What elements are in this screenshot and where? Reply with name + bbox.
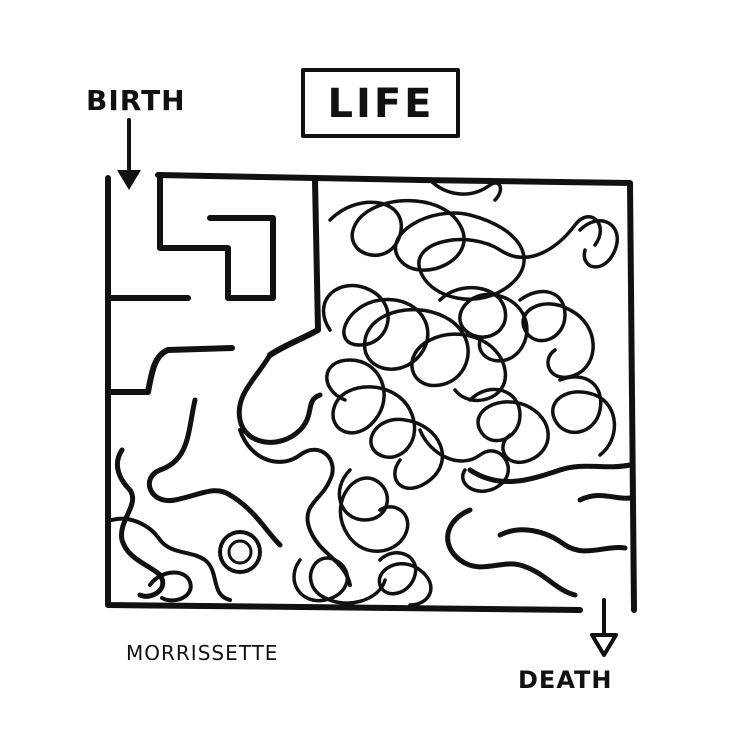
maze-wandering-paths bbox=[110, 352, 352, 603]
maze-outer-walls bbox=[105, 172, 637, 613]
birth-label: BIRTH bbox=[86, 84, 186, 117]
death-label: DEATH bbox=[518, 666, 612, 694]
title-text: LIFE bbox=[327, 81, 434, 127]
maze-orderly-paths bbox=[109, 172, 321, 395]
arrow-down-filled-icon bbox=[117, 118, 141, 190]
knot-scribble bbox=[218, 530, 262, 574]
title-box bbox=[301, 68, 460, 138]
maze-tangled-scribbles bbox=[292, 178, 619, 607]
maze-calm-paths bbox=[445, 462, 633, 598]
arrow-down-outline-icon bbox=[590, 598, 618, 657]
artist-signature: MORRISSETTE bbox=[126, 641, 278, 665]
